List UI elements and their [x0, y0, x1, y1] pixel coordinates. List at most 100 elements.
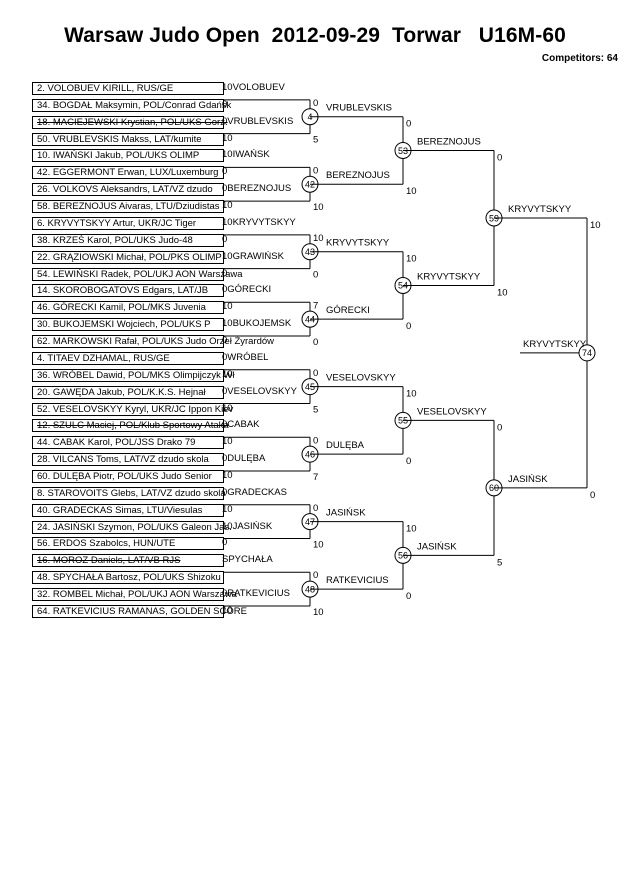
round4-winner: KRYVYTSKYY [508, 204, 572, 215]
round1-result: 0 [222, 166, 228, 178]
round1-result: 0GRADECKAS [222, 486, 287, 498]
competitor-name: 38. KRZEŚ Karol, POL/UKS Judo-48 [37, 234, 193, 246]
round1-result: 0CABAK [222, 419, 260, 431]
round1-result: 10 [222, 604, 233, 616]
score-bottom: 0 [313, 337, 318, 348]
competitor-entry: 50. VRUBLEVSKIS Makss, LAT/kumite 10 [32, 132, 233, 146]
competitor-name: 16. MOROZ Daniels, LAT/VB RJS [37, 555, 181, 567]
score-top: 10 [406, 254, 417, 265]
score-bottom: 5 [313, 405, 318, 416]
round1-result: 10 [222, 470, 233, 481]
competitor-name: 22. GRĄZIOWSKI Michał, POL/PKS OLIMP [37, 251, 222, 263]
competitor-name: 14. SKOROBOGATOVS Edgars, LAT/JB [37, 285, 209, 297]
competitor-name: 8. STAROVOITS Glebs, LAT/VZ dzudo skola [37, 487, 226, 499]
competitor-entry: 4. TITAEV DZHAMAL, RUS/GE 0WRÓBEL [32, 351, 268, 365]
competitor-name: 10. IWAŃSKI Jakub, POL/UKS OLIMP [37, 150, 200, 162]
competitor-entry: 26. VOLKOVS Aleksandrs, LAT/VZ dzudo 0BER… [32, 183, 291, 197]
competitor-name: 64. RATKEVICIUS RAMANAS, GOLDEN SCORE [37, 605, 247, 617]
competitor-entry: 24. JASIŃSKI Szymon, POL/UKS Galeon Jas.… [32, 520, 272, 534]
competitor-entry: 12. SZULC Maciej, POL/Klub Sportowy Atak… [32, 419, 260, 433]
competitor-name: 12. SZULC Maciej, POL/Klub Sportowy Atak… [37, 420, 229, 432]
competitor-name: 26. VOLKOVS Aleksandrs, LAT/VZ dzudo [37, 184, 213, 196]
competitor-name: 2. VOLOBUEV KIRILL, RUS/GE [37, 83, 174, 94]
competitor-name: 60. DULĘBA Piotr, POL/UKS Judo Senior [37, 471, 212, 482]
round1-result: 10KRYVYTSKYY [222, 216, 296, 228]
round2-winner: BEREZNOJUS [326, 170, 390, 181]
competitor-name: 32. ROMBEL Michał, POL/UKJ AON Warszawa [37, 589, 237, 601]
round4-winner: JASIŃSK [508, 474, 548, 485]
competitor-entry: 60. DULĘBA Piotr, POL/UKS Judo Senior 10 [32, 470, 233, 483]
round2-winner: JASIŃSK [326, 508, 366, 519]
round1-result: 10IWAŃSK [222, 149, 270, 161]
round1-result: 10 [222, 132, 233, 144]
competitor-entry: 46. GÓRECKI Kamil, POL/MKS Juvenia 10 [32, 301, 233, 315]
competitor-name: 20. GAWĘDA Jakub, POL/K.K.S. Hejnał [37, 386, 206, 398]
round1-result: 0GÓRECKI [222, 284, 272, 296]
competitor-name: 42. EGGERMONT Erwan, LUX/Luxemburg [37, 167, 219, 179]
score-bottom: 0 [406, 456, 411, 467]
round2-winner: GÓRECKI [326, 305, 370, 316]
competitor-name: 48. SPYCHAŁA Bartosz, POL/UKS Shizoku [37, 572, 221, 584]
score-bottom: 10 [313, 607, 324, 618]
competitor-name: 50. VRUBLEVSKIS Makss, LAT/kumite [37, 133, 202, 145]
competitor-name: 44. CABAK Karol, POL/JSS Drako 79 [37, 437, 196, 449]
competitor-name: 46. GÓRECKI Kamil, POL/MKS Juvenia [37, 302, 206, 314]
score-top: 0 [497, 422, 502, 433]
competitor-name: 62. MARKOWSKI Rafał, POL/UKS Judo Orzeł … [37, 336, 275, 348]
score-top: 0 [313, 503, 318, 514]
competitor-name: 36. WRÓBEL Dawid, POL/MKS Olimpijczyk Wł [37, 369, 235, 381]
score-bottom: 0 [406, 591, 411, 602]
round2-winner: RATKEVICIUS [326, 575, 389, 586]
round1-result: 0VESELOVSKYY [222, 385, 297, 397]
round1-result: 0RATKEVICIUS [222, 588, 290, 600]
round1-result: 0VRUBLEVSKIS [222, 115, 294, 127]
competitor-entry: 20. GAWĘDA Jakub, POL/K.K.S. Hejnał 0VESE… [32, 385, 297, 399]
competitor-name: 24. JASIŃSKI Szymon, POL/UKS Galeon Jas. [37, 521, 232, 533]
competitor-entry: 10. IWAŃSKI Jakub, POL/UKS OLIMP 10IWAŃSK [32, 149, 270, 163]
competitor-name: 28. VILCANS Toms, LAT/VZ dzudo skola [37, 454, 209, 466]
round1-result: 0 [222, 267, 228, 279]
round1-result: 0WRÓBEL [222, 351, 269, 363]
round1-result: 10VOLOBUEV [222, 82, 285, 93]
score-bottom: 5 [497, 557, 502, 568]
round1-result: 10BUKOJEMSK [222, 318, 292, 330]
score-bottom: 0 [590, 490, 595, 501]
score-bottom: 0 [313, 270, 318, 281]
score-top: 10 [590, 220, 601, 231]
competitor-name: 4. TITAEV DZHAMAL, RUS/GE [37, 352, 170, 364]
round2-winner: DULĘBA [326, 440, 365, 451]
competitor-entry: 48. SPYCHAŁA Bartosz, POL/UKS Shizoku [32, 571, 224, 585]
score-bottom: 10 [497, 287, 508, 298]
competitors-count: Competitors: 64 [541, 53, 618, 64]
champion-name: KRYVYTSKYY [523, 339, 587, 350]
round1-result: 10 [222, 503, 233, 515]
competitor-name: 6. KRYVYTSKYY Artur, UKR/JC Tiger [37, 217, 197, 229]
score-bottom: 5 [313, 135, 318, 146]
competitor-name: 54. LEWIŃSKI Radek, POL/UKJ AON Warszawa [37, 268, 243, 280]
competitor-name: 18. MACIEJEWSKI Krystian, POL/UKS Gorz. [37, 116, 228, 128]
score-bottom: 10 [313, 539, 324, 550]
round1-result: 10 [222, 200, 233, 212]
round2-winner: KRYVYTSKYY [326, 238, 390, 249]
round2-winner: VESELOVSKYY [326, 373, 396, 384]
round1-result: 10JASIŃSK [222, 520, 273, 532]
score-bottom: 10 [406, 186, 417, 197]
round1-result: 10 [222, 301, 233, 313]
round1-result: 0BEREZNOJUS [222, 183, 292, 195]
competitor-entry: 44. CABAK Karol, POL/JSS Drako 79 10 [32, 436, 233, 450]
score-bottom: 0 [406, 321, 411, 332]
round1-result: 10 [222, 436, 233, 448]
round1-result: 10GRAWIŃSK [222, 250, 284, 262]
score-top: 0 [313, 98, 318, 109]
score-top: 0 [313, 435, 318, 446]
competitor-entry: 62. MARKOWSKI Rafał, POL/UKS Judo Orzeł … [32, 335, 274, 349]
